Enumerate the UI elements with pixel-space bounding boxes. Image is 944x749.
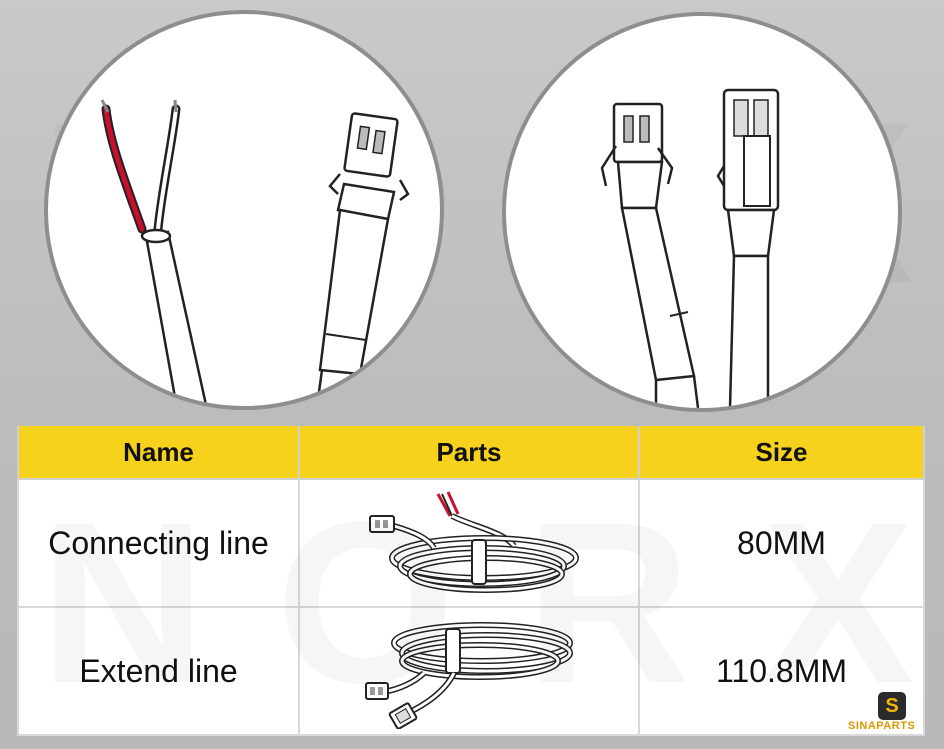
- row-size: 80MM: [638, 478, 925, 608]
- row-name: Extend line: [17, 606, 300, 736]
- connecting-line-drawing: [100, 99, 410, 406]
- header-size: Size: [638, 426, 925, 480]
- row-parts-image: [298, 606, 640, 736]
- extend-line-icon: [365, 622, 573, 729]
- logo-text: SINAPARTS: [848, 720, 916, 732]
- table-row: Connecting line: [17, 478, 925, 608]
- extend-line-drawing: [600, 88, 780, 408]
- row-size: 110.8MM: [638, 606, 925, 736]
- brand-logo: S SINAPARTS: [848, 692, 932, 740]
- row-parts-image: [298, 478, 640, 608]
- connecting-line-closeup: [44, 10, 444, 410]
- header-parts: Parts: [298, 426, 640, 480]
- extend-line-closeup: [502, 12, 902, 412]
- header-row: Name Parts Size: [17, 426, 925, 480]
- spec-table: Name Parts Size Connecting line: [17, 426, 925, 736]
- header-name: Name: [17, 426, 300, 480]
- connecting-line-icon: [369, 491, 579, 593]
- table-row: Extend line: [17, 606, 925, 736]
- logo-badge-icon: S: [878, 692, 906, 720]
- row-name: Connecting line: [17, 478, 300, 608]
